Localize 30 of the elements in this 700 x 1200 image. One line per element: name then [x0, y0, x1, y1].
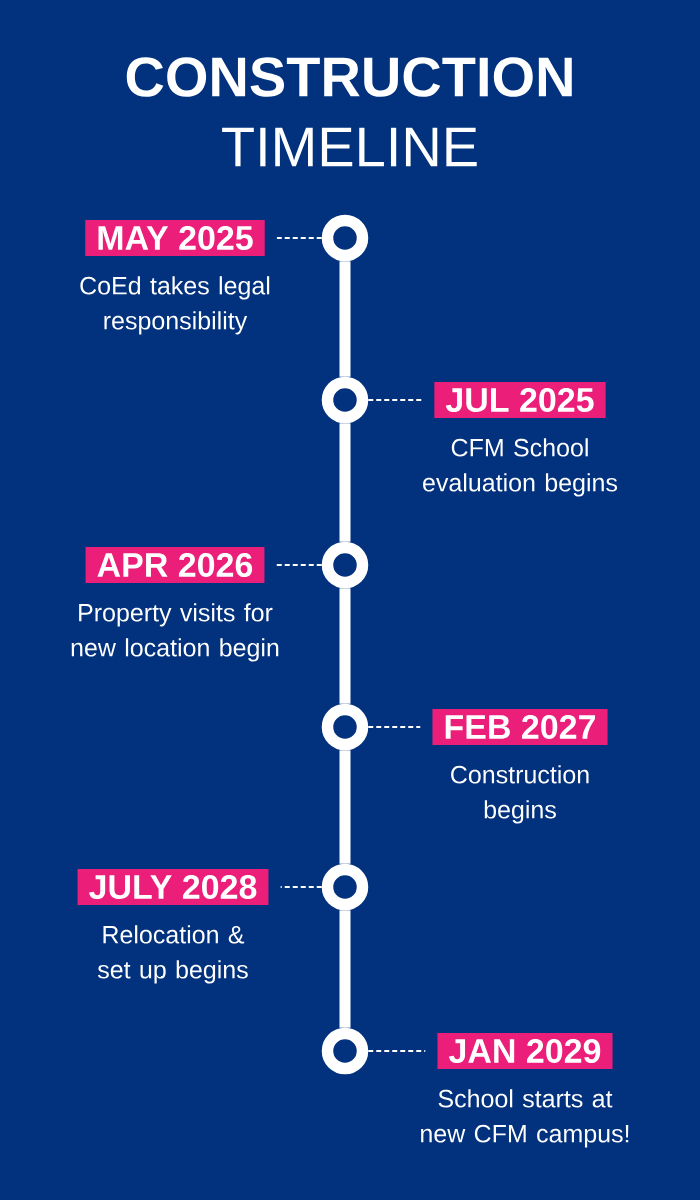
leader-line	[279, 886, 323, 888]
timeline-marker	[321, 703, 369, 751]
milestone-text: Property visits for new location begin	[71, 603, 279, 662]
timeline-marker	[321, 214, 369, 262]
leader-line	[275, 564, 323, 566]
milestone-text: CFM School evaluation begins	[423, 438, 617, 497]
timeline-line	[339, 588, 351, 704]
timeline-marker	[321, 863, 369, 911]
leader-line	[367, 399, 424, 401]
milestone-text: CoEd takes legal responsibility	[80, 276, 270, 335]
title: CONSTRUCTION TIMELINE	[126, 57, 572, 167]
timeline-line	[339, 261, 351, 377]
date-tag: APR 2026	[85, 547, 265, 583]
timeline-marker	[321, 1027, 369, 1075]
milestone-text: School starts at new CFM campus!	[421, 1089, 629, 1148]
leader-line	[367, 726, 422, 728]
date-tag: JAN 2029	[437, 1033, 613, 1069]
timeline-line	[339, 910, 351, 1028]
timeline-line	[339, 423, 351, 542]
timeline-line	[339, 750, 351, 864]
date-tag: JUL 2025	[434, 382, 606, 418]
milestone-text: Relocation & set up begins	[97, 925, 248, 984]
date-tag: JULY 2028	[77, 869, 269, 905]
milestone-text: Construction begins	[451, 765, 589, 824]
date-tag: MAY 2025	[85, 220, 265, 256]
leader-line	[275, 237, 323, 239]
leader-line	[367, 1050, 427, 1052]
date-tag: FEB 2027	[432, 709, 608, 745]
timeline-marker	[321, 541, 369, 589]
timeline-marker	[321, 376, 369, 424]
